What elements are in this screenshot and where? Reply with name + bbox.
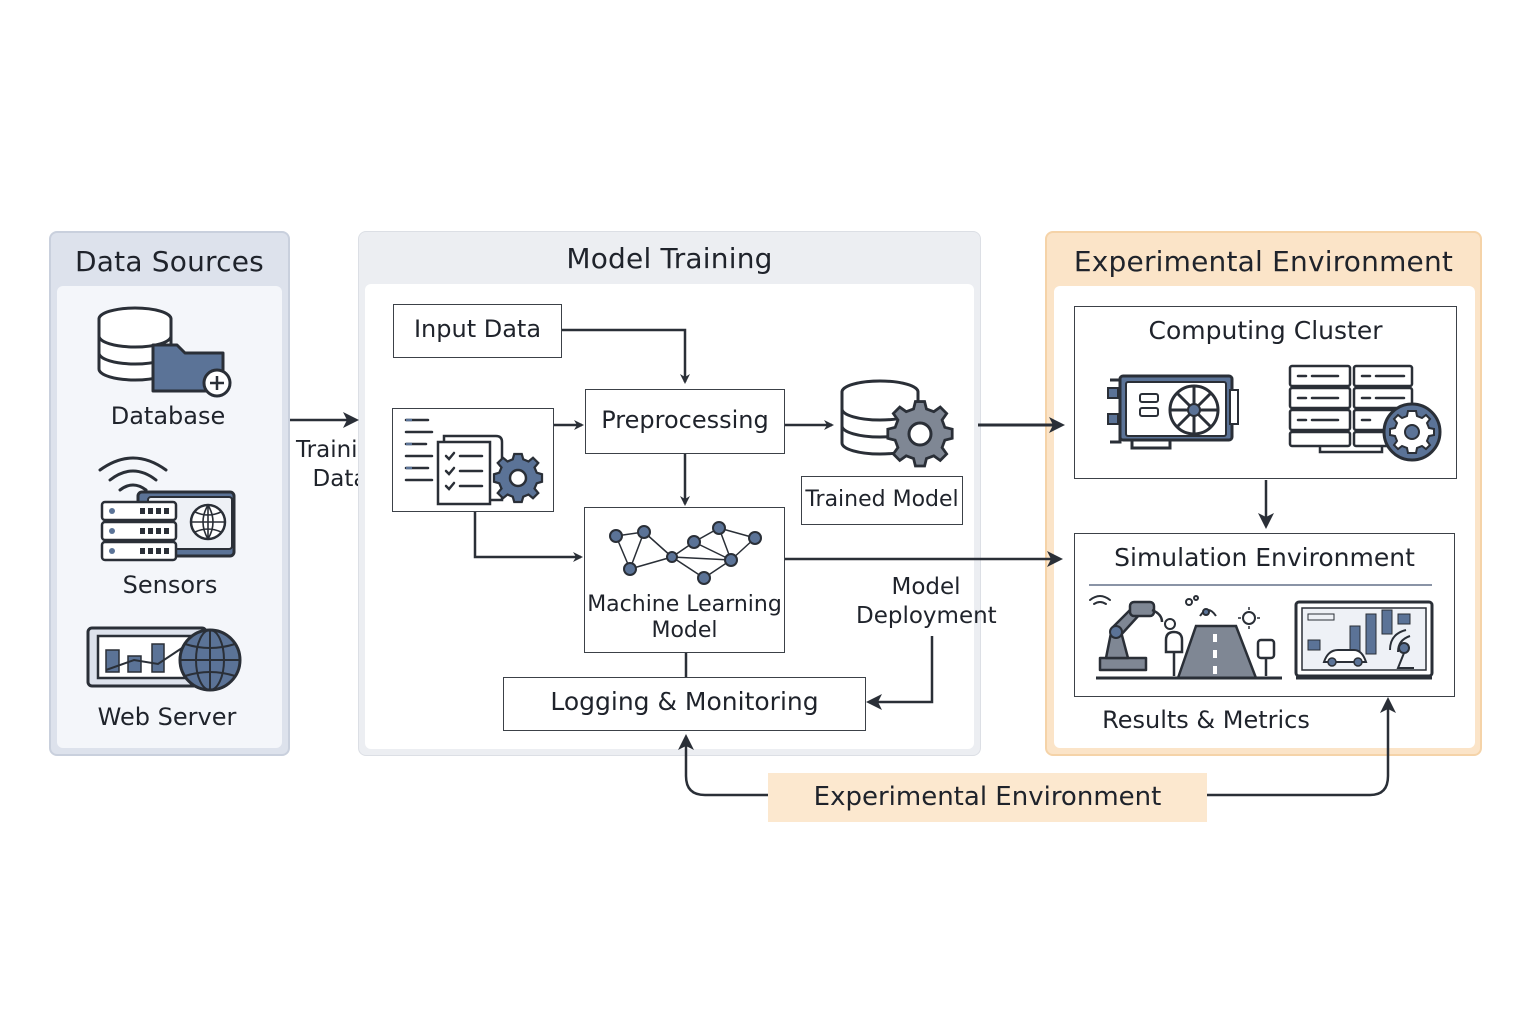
dashboard-monitor-icon [1294,600,1434,680]
robot-arm-road-icon [1089,595,1282,680]
input-data-box: Input Data [393,304,562,358]
computing-cluster-label: Computing Cluster [1148,316,1383,345]
web-server-label: Web Server [97,703,237,731]
model-training-title: Model Training [566,242,773,275]
arrow-deployment-to-logging [866,636,934,710]
data-sources-title: Data Sources [75,245,264,278]
sensors-label: Sensors [122,571,218,599]
simulation-environment-label: Simulation Environment [1114,543,1415,572]
preprocessing-box: Preprocessing [585,389,785,454]
database-folder-icon [97,306,232,398]
preprocessing-label: Preprocessing [601,406,769,434]
arrow-prep-box-to-ml [473,512,583,562]
simulation-divider [1089,584,1432,586]
logging-monitoring-label: Logging & Monitoring [550,687,819,716]
checklist-gear-icon [404,418,544,506]
trained-model-box: Trained Model [801,476,963,525]
logging-monitoring-box: Logging & Monitoring [503,677,866,731]
input-data-label: Input Data [413,315,542,343]
results-metrics-label: Results & Metrics [1102,706,1310,734]
experimental-environment-title: Experimental Environment [1073,245,1454,278]
model-deployment-label: Model Deployment [856,574,997,629]
trained-model-database-gear-icon [840,379,954,468]
sensor-server-icon [98,456,236,562]
server-rack-gear-icon [1288,364,1442,462]
ml-model-label: Machine Learning Model [587,592,782,644]
bottom-banner-label: Experimental Environment [813,782,1162,812]
gpu-card-icon [1107,374,1239,450]
arrow-input-to-preprocessing [562,328,690,384]
web-server-globe-icon [86,626,242,692]
database-label: Database [110,402,226,430]
arrow-banner-to-results [1207,697,1396,797]
bottom-experimental-banner: Experimental Environment [768,773,1207,822]
trained-model-label: Trained Model [805,487,959,512]
arrow-banner-to-logging [678,734,768,797]
neural-network-icon [609,521,762,585]
